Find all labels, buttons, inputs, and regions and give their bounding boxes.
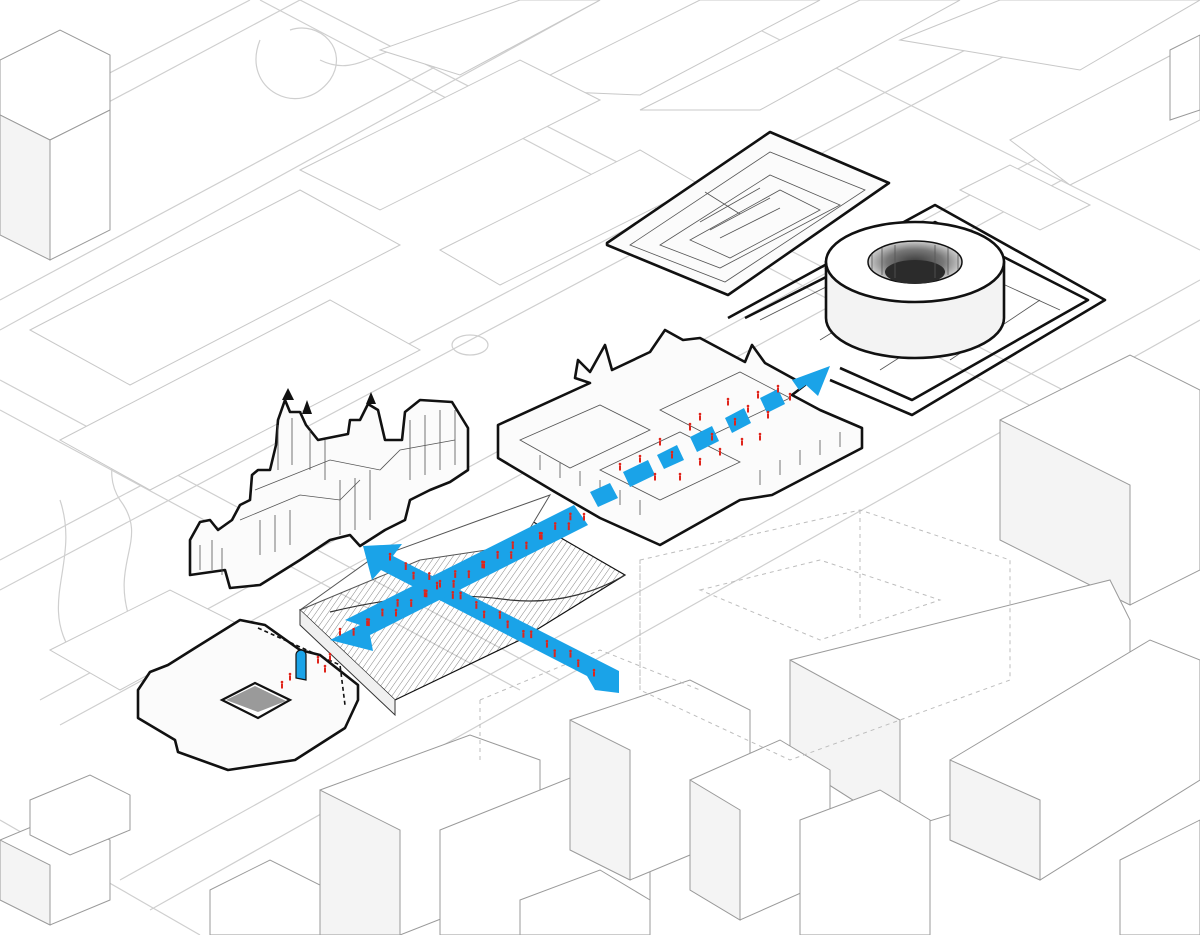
pedestrian-figure [323, 664, 327, 673]
pedestrian-figure [678, 472, 682, 481]
pedestrian-figure [788, 392, 792, 401]
pedestrian-figure [733, 417, 737, 426]
pedestrian-figure [482, 610, 486, 619]
pedestrian-figure [758, 432, 762, 441]
pedestrian-figure [509, 551, 513, 559]
pedestrian-figure [658, 437, 662, 446]
pedestrian-figure [567, 522, 571, 531]
pedestrian-figure [522, 629, 525, 638]
pedestrian-figure [467, 570, 471, 579]
pedestrian-figure [288, 672, 292, 681]
pedestrian-figure [438, 579, 442, 588]
pedestrian-figure [394, 608, 398, 617]
pedestrians [280, 384, 792, 689]
pedestrian-figure [388, 552, 392, 561]
city-blocks [28, 0, 1200, 691]
pedestrian-figure [451, 591, 455, 599]
pedestrian-figure [592, 668, 596, 677]
forrestal-building [605, 130, 891, 297]
pedestrian-figure [496, 550, 499, 559]
pedestrian-figure [638, 454, 642, 463]
pedestrian-figure [582, 512, 586, 521]
pedestrian-figure [776, 384, 780, 393]
pedestrian-figure [698, 412, 702, 421]
pedestrian-figure [328, 652, 332, 661]
context-buildings [0, 29, 1200, 935]
pedestrian-figure [545, 639, 549, 648]
pedestrian-figure [653, 472, 657, 481]
pedestrian-figure [352, 627, 355, 636]
pedestrian-figure [453, 570, 457, 578]
pedestrian-figure [475, 600, 478, 609]
pedestrian-figure [569, 512, 572, 521]
pedestrian-figure [688, 422, 692, 431]
pedestrian-figure [381, 608, 384, 617]
pedestrian-figure [698, 457, 702, 466]
circulation-axis-east-west [330, 505, 588, 651]
pedestrian-figure [726, 397, 730, 406]
pedestrian-figure [506, 620, 509, 629]
pedestrian-figure [618, 462, 622, 471]
pedestrian-figure [316, 655, 320, 664]
arts-industries-building [496, 328, 864, 547]
pedestrian-figure [425, 589, 428, 598]
pedestrian-figure [435, 581, 439, 590]
castle-building [188, 388, 470, 590]
hirshhorn-museum [824, 220, 1006, 360]
pedestrian-figure [452, 579, 455, 588]
pedestrian-figure [740, 437, 744, 446]
pedestrian-figure [409, 599, 413, 607]
pedestrian-figure [396, 598, 399, 607]
pedestrian-figure [338, 627, 342, 636]
pedestrian-figure [511, 541, 515, 550]
pedestrian-figure [569, 649, 572, 658]
pedestrian-figure [529, 630, 533, 639]
pedestrian-figure [710, 432, 714, 441]
pedestrian-figure [576, 659, 580, 668]
pedestrian-figure [525, 541, 528, 550]
pedestrian-figure [412, 571, 415, 580]
pedestrian-figure [553, 649, 557, 658]
pedestrian-figure [540, 531, 543, 540]
pedestrian-figure [746, 404, 750, 413]
pedestrian-figure [670, 450, 674, 459]
pedestrian-figure [280, 680, 284, 689]
pedestrian-figure [459, 591, 462, 600]
ghost-massing [479, 509, 1011, 761]
pedestrian-figure [482, 560, 486, 569]
pedestrian-figure [427, 572, 431, 580]
pedestrian-figure [367, 618, 371, 627]
pedestrian-figure [766, 410, 770, 419]
pedestrian-figure [553, 522, 557, 530]
pedestrian-figure [498, 610, 502, 619]
freer-gallery [136, 618, 360, 772]
pedestrian-figure [404, 562, 408, 570]
pedestrian-figure [756, 390, 760, 399]
pedestrian-figure [718, 447, 722, 456]
